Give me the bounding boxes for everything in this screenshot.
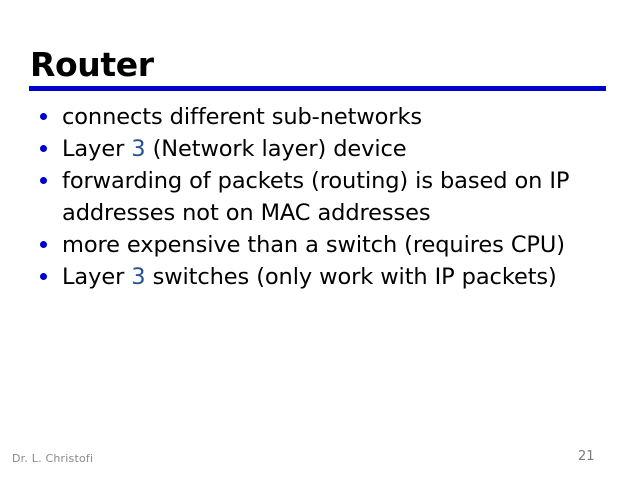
list-item-text: more expensive than a switch (requires C… bbox=[62, 232, 565, 258]
layer-number-highlight: 3 bbox=[131, 136, 146, 162]
bullet-dot-icon bbox=[40, 177, 47, 184]
list-item: more expensive than a switch (requires C… bbox=[30, 229, 610, 261]
title-underline-rule bbox=[29, 86, 606, 91]
list-item-text-run: Layer bbox=[62, 264, 132, 290]
list-item-text-run: more expensive than a switch (requires C… bbox=[62, 232, 565, 258]
list-item-text-run: (Network layer) device bbox=[145, 136, 407, 162]
list-item-text-run: connects different sub-networks bbox=[62, 104, 422, 130]
list-item-text-run: forwarding of packets (routing) is based… bbox=[62, 168, 570, 226]
bullet-dot-icon bbox=[40, 273, 47, 280]
list-item: Layer 3 (Network layer) device bbox=[30, 133, 610, 165]
list-item-text-run: Layer bbox=[62, 136, 132, 162]
list-item-text: Layer 3 (Network layer) device bbox=[62, 136, 407, 162]
list-item-text: Layer 3 switches (only work with IP pack… bbox=[62, 264, 557, 290]
bullet-dot-icon bbox=[40, 113, 47, 120]
list-item-text: connects different sub-networks bbox=[62, 104, 422, 130]
list-item: forwarding of packets (routing) is based… bbox=[30, 165, 610, 229]
list-item: connects different sub-networks bbox=[30, 101, 610, 133]
list-item: Layer 3 switches (only work with IP pack… bbox=[30, 261, 610, 293]
bullet-dot-icon bbox=[40, 241, 47, 248]
page-title: Router bbox=[30, 45, 154, 84]
bullet-dot-icon bbox=[40, 145, 47, 152]
list-item-text: forwarding of packets (routing) is based… bbox=[62, 168, 569, 226]
footer-author: Dr. L. Christofi bbox=[12, 452, 94, 465]
layer-number-highlight: 3 bbox=[131, 264, 146, 290]
page-number: 21 bbox=[578, 449, 595, 464]
list-item-text-run: switches (only work with IP packets) bbox=[145, 264, 557, 290]
